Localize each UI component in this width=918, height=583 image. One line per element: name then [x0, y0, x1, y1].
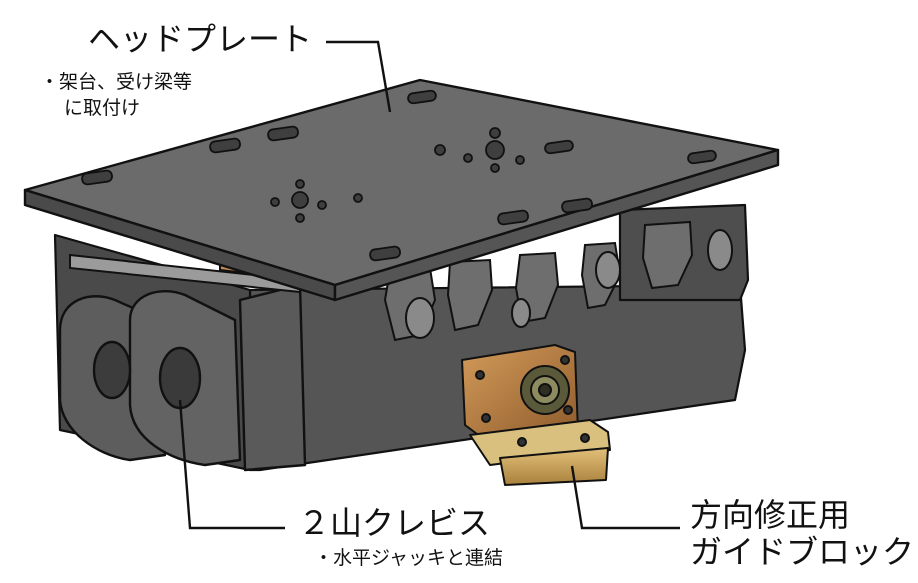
plate-holes	[81, 89, 717, 262]
guide-block-label-line1: 方向修正用	[690, 496, 851, 534]
guide-block	[461, 344, 611, 486]
leader-guide-block	[570, 465, 680, 530]
guide-block-label-line2: ガイドブロック	[690, 533, 915, 571]
leader-head-plate	[326, 40, 392, 113]
head-plate-label: ヘッドプレート	[88, 20, 313, 58]
head-plate-note-line2: に取付け	[64, 97, 141, 119]
clevis-note: ・水平ジャッキと連結	[314, 547, 504, 569]
leader-clevis	[178, 399, 285, 530]
clevis-label: ２山クレビス	[298, 504, 491, 542]
head-plate-note-line1: ・架台、受け梁等	[40, 71, 193, 93]
head-plate	[23, 78, 780, 302]
leader-lines	[178, 40, 680, 530]
fin-rollers	[405, 229, 733, 339]
clevis-lugs	[58, 283, 307, 472]
